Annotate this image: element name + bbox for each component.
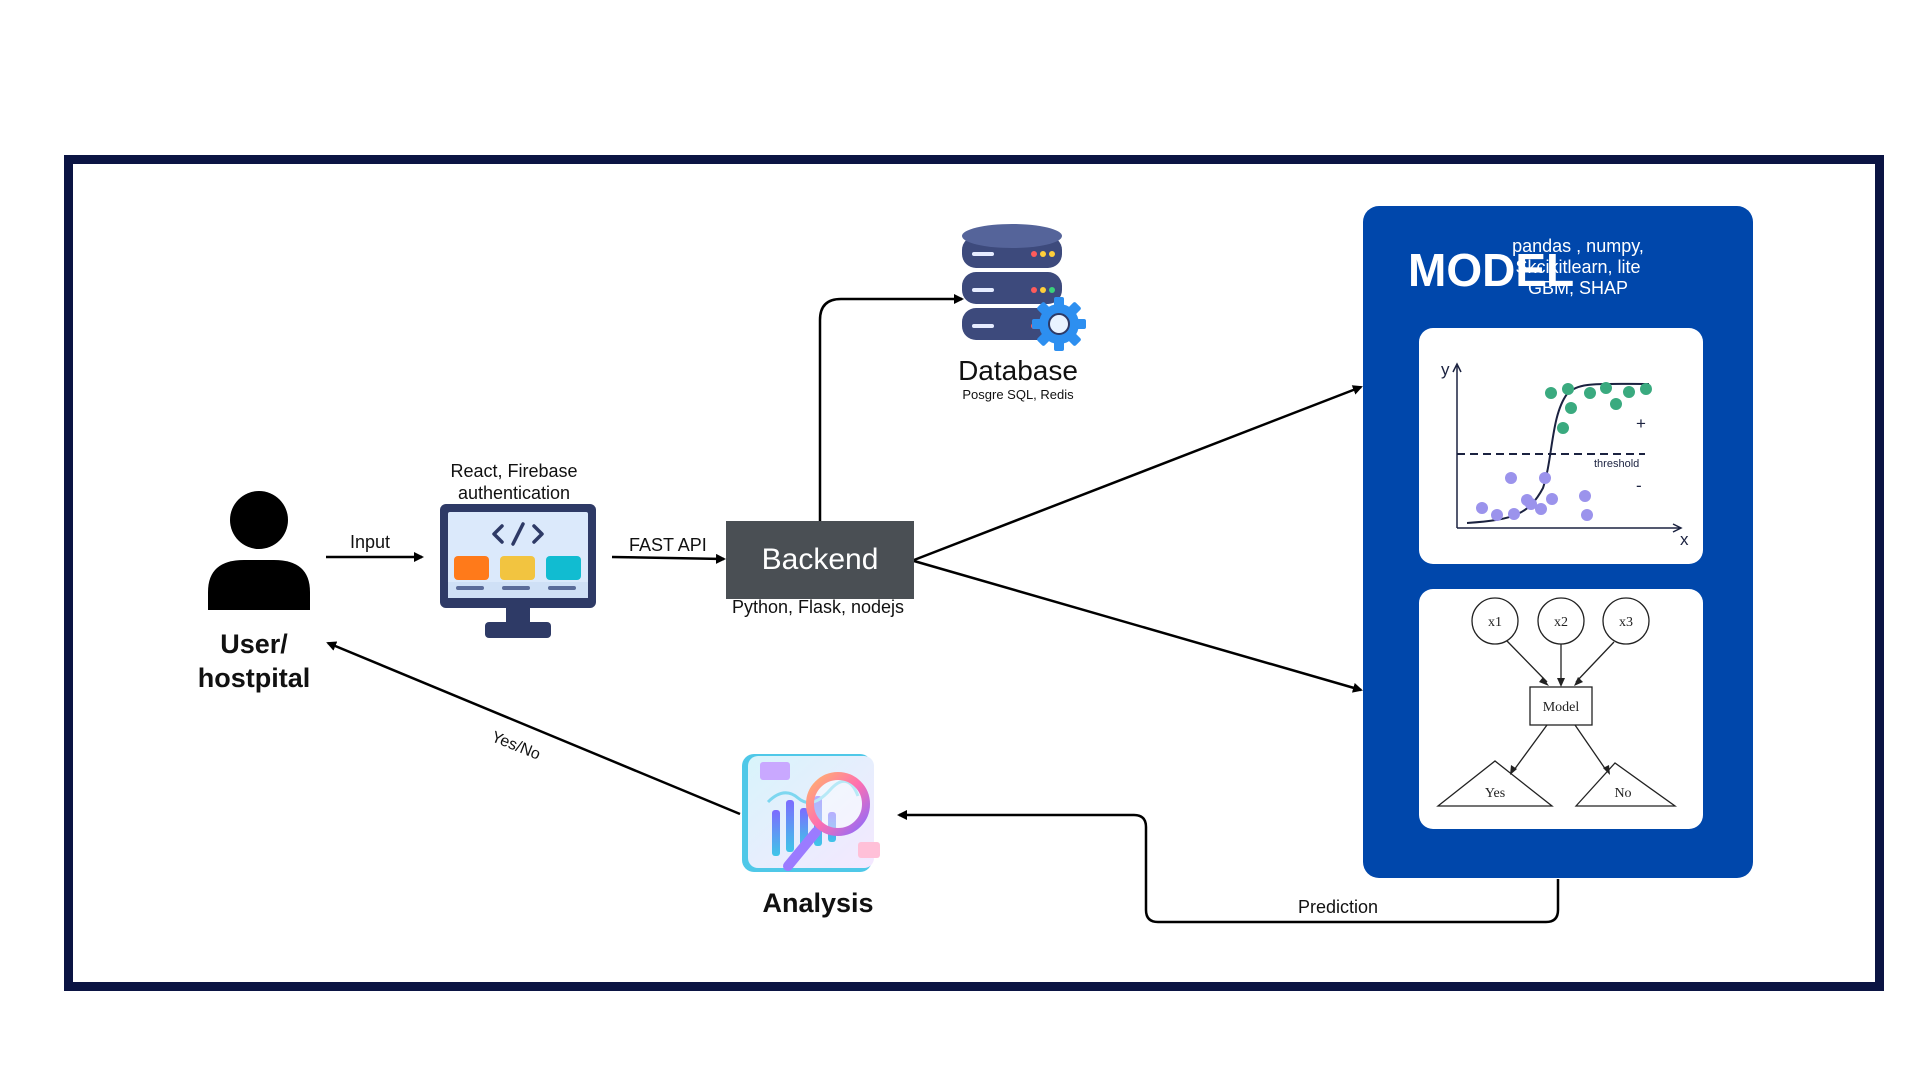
positive-label: + xyxy=(1636,414,1646,433)
logistic-plot-card: y x threshold + - xyxy=(1419,328,1703,564)
user-label: User/ hostpital xyxy=(198,627,311,695)
backend-title: Backend xyxy=(761,543,879,576)
backend-box: Backend xyxy=(726,521,914,599)
arrow-backend-database xyxy=(818,294,964,521)
arrow-backend-model-bottom xyxy=(913,559,1363,693)
plot-y-label: y xyxy=(1441,360,1450,379)
negative-label: - xyxy=(1636,476,1642,495)
backend-stack: Python, Flask, nodejs xyxy=(731,597,905,617)
frontend-caption-line2: authentication xyxy=(457,483,571,503)
tree-output-yes: Yes xyxy=(1485,786,1505,801)
tree-input-x1: x1 xyxy=(1488,615,1502,630)
database-title: Database xyxy=(958,355,1078,386)
model-libs-line3: GBM, SHAP xyxy=(1527,278,1629,298)
analysis-title: Analysis xyxy=(762,888,874,918)
user-label-line1: User/ xyxy=(220,629,288,659)
logistic-plot: y x threshold + - xyxy=(1441,360,1689,549)
tree-input-x3: x3 xyxy=(1619,615,1633,630)
tree-input-x2: x2 xyxy=(1554,615,1568,630)
model-libs-line1: pandas , numpy, xyxy=(1512,236,1644,256)
user-icon xyxy=(208,491,310,610)
arrow-fast-api xyxy=(611,553,726,564)
database-stack: Posgre SQL, Redis xyxy=(962,387,1074,402)
arrow-backend-model-top xyxy=(913,385,1363,562)
user-label-line2: hostpital xyxy=(197,663,311,693)
tree-output-no: No xyxy=(1614,786,1631,801)
database-icon xyxy=(962,224,1086,351)
diagram-frame xyxy=(64,155,1884,991)
tree-model-node: Model xyxy=(1543,700,1580,715)
arrow-yes-no xyxy=(326,641,741,816)
prediction-label: Prediction xyxy=(1298,897,1379,917)
model-libraries: pandas , numpy, Skcikitlearn, lite GBM, … xyxy=(1512,236,1644,299)
model-tree-card: x1 x2 x3 Model Yes No xyxy=(1419,589,1703,829)
arrow-prediction xyxy=(897,810,1560,924)
analysis-icon xyxy=(742,754,880,872)
input-label: Input xyxy=(350,532,391,552)
model-libs-line2: Skcikitlearn, lite xyxy=(1515,257,1641,277)
model-title: MODEL xyxy=(1408,244,1575,296)
positive-points xyxy=(1545,382,1652,434)
threshold-label: threshold xyxy=(1594,458,1639,470)
model-tree: x1 x2 x3 Model Yes No xyxy=(1436,597,1678,807)
frontend-caption-line1: React, Firebase xyxy=(450,461,578,481)
monitor-icon xyxy=(440,504,596,638)
plot-x-label: x xyxy=(1680,530,1689,549)
fast-api-label: FAST API xyxy=(629,535,707,555)
frontend-caption: React, Firebase authentication xyxy=(450,460,577,504)
negative-points xyxy=(1476,472,1593,521)
